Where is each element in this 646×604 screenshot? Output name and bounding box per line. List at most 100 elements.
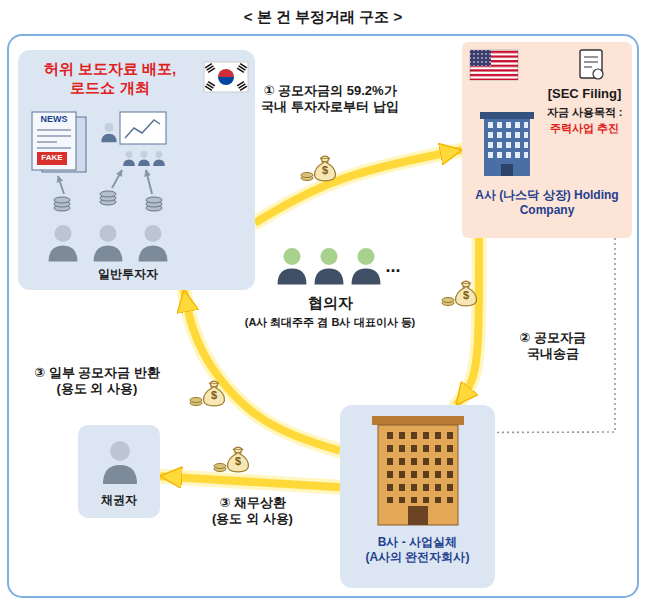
korean-flag — [204, 62, 248, 92]
edge-label: ① 공모자금의 59.2%가 국내 투자자로부터 납입 — [255, 83, 405, 116]
small-arrows — [58, 170, 152, 194]
group-note-wrap: (A사 최대주주 겸 B사 대표이사 등) — [215, 316, 445, 330]
investor-icons — [49, 225, 168, 262]
art-shape — [146, 205, 162, 211]
edge-label-wrap: ③ 일부 공모자금 반환 (용도 외 사용) — [22, 365, 172, 398]
art-shape — [208, 67, 216, 73]
fake-stamp — [37, 152, 67, 165]
panel-box: [SEC Filing] 자금 사용목적 : 주력사업 추진 A사 (나스닥 상장) … — [462, 42, 632, 238]
news-mark-wrap: NEWS — [34, 114, 74, 125]
art-shape — [214, 467, 226, 472]
dollar-mark-wrap: $ — [206, 389, 222, 403]
arrow-line — [456, 238, 479, 405]
outer-frame — [8, 35, 638, 597]
money-bags — [190, 156, 476, 472]
dollar-mark: $ — [206, 389, 222, 403]
news-mark: NEWS — [34, 114, 74, 125]
arrow-line — [255, 150, 462, 223]
art-shape — [480, 112, 534, 119]
node-text-wrap: B사 - 사업실체 (A사의 완전자회사) — [360, 535, 475, 565]
art-shape — [123, 151, 135, 166]
art-shape — [94, 225, 123, 262]
panel-box: 허위 보도자료 배포, 로드쇼 개최일반투자자 — [18, 50, 255, 290]
edge-label-wrap: ① 공모자금의 59.2%가 국내 투자자로부터 납입 — [255, 83, 405, 116]
art-shape — [153, 151, 165, 166]
edge-label-wrap: ③ 채무상환 (용도 외 사용) — [205, 495, 300, 528]
subsidiary-building — [372, 416, 464, 525]
art-shape — [206, 83, 214, 89]
art-shape — [204, 62, 248, 92]
conspirator-icons — [278, 248, 381, 285]
art-shape — [32, 112, 76, 170]
edge-label: ② 공모자금 국내송금 — [505, 330, 600, 363]
art-shape — [240, 85, 248, 91]
flow-arrow — [184, 290, 340, 451]
dollar-mark: $ — [317, 164, 333, 178]
art-shape — [204, 381, 225, 406]
art-shape — [218, 69, 234, 77]
art-shape — [237, 67, 245, 73]
dollar-mark: $ — [458, 289, 474, 303]
node-text: 허위 보도자료 배포, 로드쇼 개최 — [30, 60, 190, 98]
art-shape — [100, 191, 116, 197]
node-text: A사 (나스닥 상장) Holding Company — [467, 188, 627, 218]
art-shape — [237, 81, 248, 91]
node-text: 일반투자자 — [58, 267, 198, 282]
art-shape — [456, 281, 477, 306]
art-shape — [138, 151, 150, 166]
art-shape — [238, 65, 246, 71]
panel-box: 채권자 — [78, 425, 160, 518]
dollar-mark: $ — [230, 455, 246, 469]
art-shape — [120, 112, 166, 144]
art-shape — [228, 447, 249, 472]
arrow-glow — [255, 150, 462, 223]
art-shape — [470, 50, 518, 80]
arrow-glow — [184, 290, 340, 451]
creditor-icon — [103, 441, 137, 484]
node-text-wrap: 주력사업 추진 — [537, 122, 632, 136]
roadshow-icon — [101, 112, 166, 166]
art-shape — [372, 416, 464, 425]
sec-document-icon — [580, 50, 603, 79]
art-shape — [484, 119, 530, 176]
art-shape — [54, 205, 70, 211]
art-shape — [301, 176, 313, 181]
coin-stacks — [54, 191, 162, 211]
diagram-title-wrap: < 본 건 부정거래 구조 > — [0, 8, 646, 27]
node-text: [SEC Filing] — [537, 86, 632, 102]
dollar-mark-wrap: $ — [458, 289, 474, 303]
art-shape — [501, 164, 513, 176]
art-shape — [205, 85, 213, 91]
art-shape — [190, 401, 202, 406]
node-text-wrap: [SEC Filing] — [537, 86, 632, 102]
art-shape — [54, 201, 70, 207]
art-shape — [486, 121, 528, 161]
art-shape — [278, 248, 307, 285]
art-shape — [58, 176, 64, 194]
art-shape — [125, 120, 160, 138]
art-shape — [208, 81, 216, 87]
art-shape — [49, 225, 78, 262]
art-shape — [101, 123, 116, 142]
dollar-mark-wrap: $ — [230, 455, 246, 469]
art-shape — [382, 429, 454, 503]
art-shape — [190, 398, 202, 406]
newspaper-icon — [32, 112, 86, 172]
art-shape — [214, 464, 226, 469]
art-shape — [408, 506, 428, 525]
art-shape — [352, 248, 381, 285]
art-shape — [146, 197, 162, 203]
art-shape — [112, 170, 122, 188]
diagram-title: < 본 건 부정거래 구조 > — [0, 8, 646, 27]
node-text-wrap: 자금 사용목적 : — [537, 106, 632, 120]
art-shape — [139, 225, 168, 262]
dotted-link — [495, 238, 615, 432]
node-text-wrap: 일반투자자 — [58, 267, 198, 282]
art-shape — [205, 63, 213, 69]
art-shape — [37, 130, 71, 148]
ellipsis-mark-wrap: ... — [378, 255, 408, 278]
art-shape — [580, 50, 602, 78]
art-shape — [301, 173, 313, 178]
arrow-line — [495, 238, 615, 432]
